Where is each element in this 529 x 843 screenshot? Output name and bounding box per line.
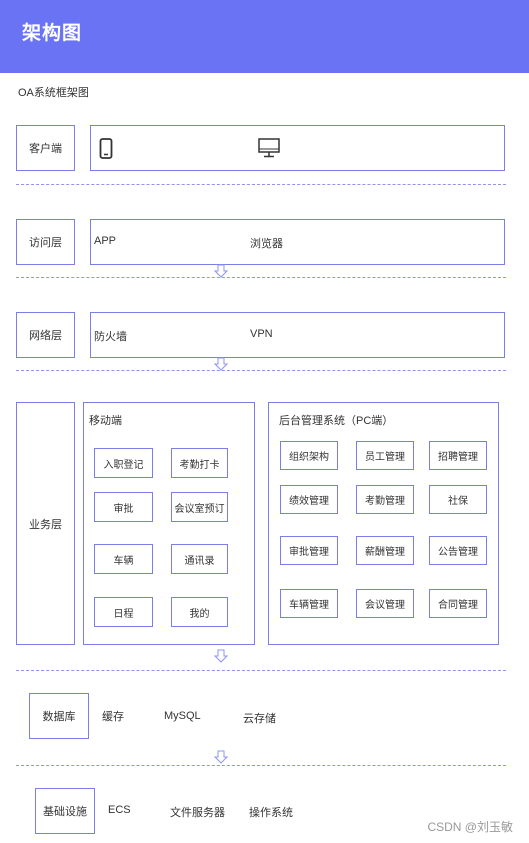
data-item-cache: 缓存 <box>102 711 124 723</box>
watermark: CSDN @刘玉敏 <box>427 820 513 834</box>
infra-item-ecs: ECS <box>108 804 131 816</box>
mobile-item: 日程 <box>94 597 153 627</box>
layer-divider <box>16 277 506 278</box>
data-layer-label: 数据库 <box>29 693 89 739</box>
mobile-item: 入职登记 <box>94 448 153 478</box>
pc-item: 绩效管理 <box>280 485 338 514</box>
down-arrow-icon <box>213 357 229 371</box>
client-layer-label: 客户端 <box>16 125 75 171</box>
pc-item: 车辆管理 <box>280 589 338 618</box>
layer-divider <box>16 184 506 185</box>
network-item-firewall: 防火墙 <box>94 331 127 343</box>
access-layer-label: 访问层 <box>16 219 75 265</box>
layer-divider <box>16 765 506 766</box>
layer-divider <box>16 670 506 671</box>
page-title: 架构图 <box>22 23 83 44</box>
down-arrow-icon <box>213 264 229 278</box>
network-layer-label: 网络层 <box>16 312 75 358</box>
pc-item: 公告管理 <box>429 536 487 565</box>
pc-item: 社保 <box>429 485 487 514</box>
network-layer-box <box>90 312 505 358</box>
access-item-app: APP <box>94 235 117 247</box>
infra-item-os: 操作系统 <box>249 807 293 819</box>
client-layer-box <box>90 125 505 171</box>
pc-item: 审批管理 <box>280 536 338 565</box>
pc-item: 员工管理 <box>356 441 414 470</box>
infra-layer-label: 基础设施 <box>35 788 95 834</box>
down-arrow-icon <box>213 750 229 764</box>
access-item-browser: 浏览器 <box>250 238 283 250</box>
pc-item: 薪酬管理 <box>356 536 414 565</box>
monitor-icon <box>258 138 280 163</box>
network-item-vpn: VPN <box>250 328 273 340</box>
mobile-item: 车辆 <box>94 544 153 574</box>
down-arrow-icon <box>213 649 229 663</box>
mobile-item: 考勤打卡 <box>171 448 228 478</box>
pc-item: 组织架构 <box>280 441 338 470</box>
data-item-cloud-storage: 云存储 <box>243 713 276 725</box>
access-layer-box <box>90 219 505 265</box>
mobile-item: 通讯录 <box>171 544 228 574</box>
mobile-group-title: 移动端 <box>89 415 122 427</box>
business-layer-label: 业务层 <box>16 402 75 645</box>
mobile-item: 我的 <box>171 597 228 627</box>
pc-item: 会议管理 <box>356 589 414 618</box>
diagram-subtitle: OA系统框架图 <box>18 87 89 99</box>
pc-item: 招聘管理 <box>429 441 487 470</box>
pc-group-title: 后台管理系统（PC端） <box>279 415 394 427</box>
pc-item: 考勤管理 <box>356 485 414 514</box>
infra-item-file-server: 文件服务器 <box>170 807 225 819</box>
layer-divider <box>16 370 506 371</box>
header-bar <box>0 0 529 73</box>
mobile-item: 审批 <box>94 492 153 522</box>
phone-icon <box>99 138 113 164</box>
data-item-mysql: MySQL <box>164 710 201 722</box>
pc-item: 合同管理 <box>429 589 487 618</box>
mobile-item: 会议室预订 <box>171 492 228 522</box>
